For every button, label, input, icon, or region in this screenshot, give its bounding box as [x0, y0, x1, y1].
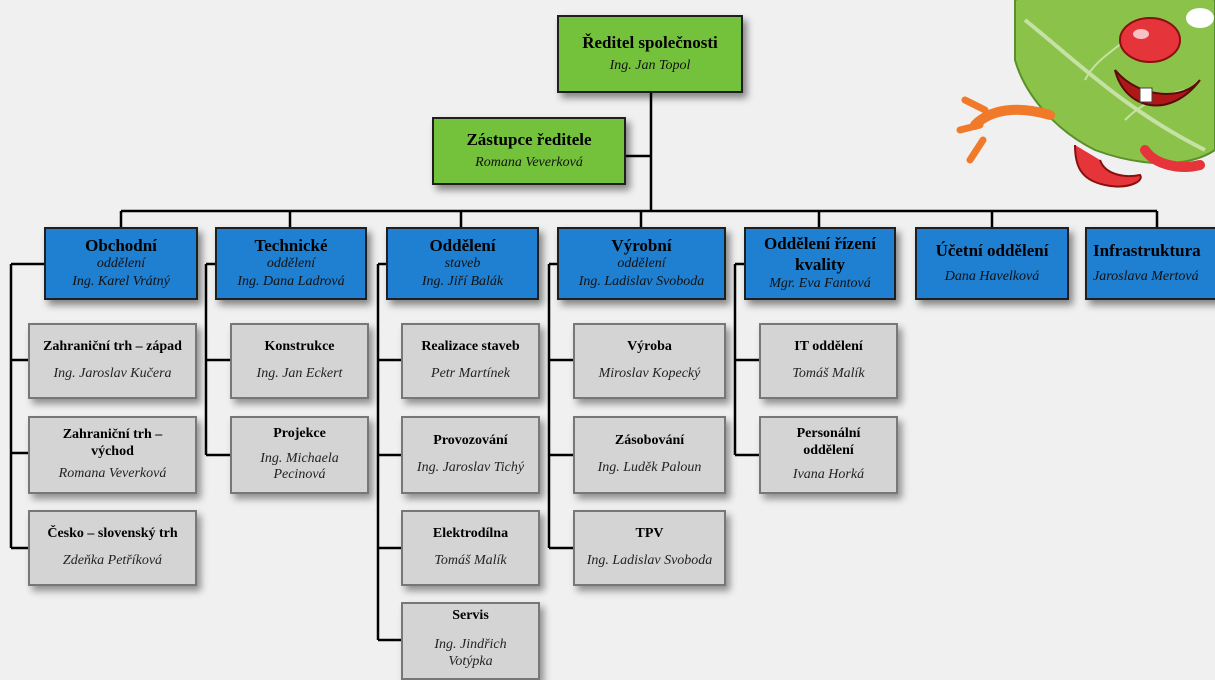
deputy-name: Romana Veverková	[475, 155, 583, 171]
department-title: Účetní oddělení	[935, 240, 1049, 260]
department-title: Oddělení řízení kvality	[764, 234, 876, 274]
department-box-infrastructure: Infrastruktura Jaroslava Mertová	[1085, 227, 1215, 300]
unit-title: Výroba	[627, 339, 672, 355]
unit-box: Zahraniční trh – východ Romana Veverková	[28, 416, 197, 494]
department-title: Výrobní	[611, 236, 672, 255]
unit-box: Zásobování Ing. Luděk Paloun	[573, 416, 726, 494]
unit-title: Zahraniční trh – východ	[62, 426, 163, 459]
department-box-technical: Technické oddělení Ing. Dana Ladrová	[215, 227, 367, 300]
unit-title: Zahraniční trh – západ	[43, 339, 182, 355]
unit-box: Projekce Ing. Michaela Pecinová	[230, 416, 369, 494]
department-head: Ing. Jiří Balák	[421, 274, 504, 290]
unit-title: TPV	[635, 526, 664, 542]
unit-title: Realizace staveb	[421, 339, 520, 355]
department-title: Oddělení	[429, 236, 496, 255]
department-title: Technické	[254, 236, 328, 255]
unit-head: Ivana Horká	[792, 467, 865, 483]
department-head: Ing. Dana Ladrová	[237, 274, 345, 290]
deputy-title: Zástupce ředitele	[466, 129, 592, 149]
unit-head: Ing. Jaroslav Kučera	[53, 366, 172, 381]
unit-title: Provozování	[433, 433, 508, 449]
department-box-construction: Oddělení staveb Ing. Jiří Balák	[386, 227, 539, 300]
unit-head: Ing. Michaela Pecinová	[260, 450, 339, 483]
department-title: Infrastruktura	[1093, 240, 1201, 260]
unit-box: Servis Ing. Jindřich Votýpka	[401, 602, 540, 680]
department-subtitle: oddělení	[617, 256, 666, 272]
unit-box: IT oddělení Tomáš Malík	[759, 323, 898, 399]
director-name: Ing. Jan Topol	[609, 58, 691, 74]
unit-title: Česko – slovenský trh	[47, 526, 178, 542]
unit-head: Ing. Luděk Paloun	[597, 460, 702, 475]
deputy-box: Zástupce ředitele Romana Veverková	[432, 117, 626, 185]
unit-head: Ing. Jindřich Votýpka	[434, 636, 507, 669]
unit-title: Elektrodílna	[432, 526, 509, 542]
unit-head: Romana Veverková	[58, 466, 167, 482]
department-box-accounting: Účetní oddělení Dana Havelková	[915, 227, 1069, 300]
director-title: Ředitel společnosti	[582, 32, 718, 52]
unit-box: Výroba Miroslav Kopecký	[573, 323, 726, 399]
department-head: Ing. Ladislav Svoboda	[578, 274, 705, 290]
unit-title: IT oddělení	[794, 339, 863, 355]
unit-head: Tomáš Malík	[792, 366, 865, 381]
department-head: Ing. Karel Vrátný	[72, 274, 170, 290]
unit-head: Petr Martínek	[431, 366, 510, 381]
unit-head: Ing. Jaroslav Tichý	[416, 460, 525, 475]
unit-head: Tomáš Malík	[434, 553, 507, 568]
department-head: Dana Havelková	[944, 269, 1040, 285]
unit-head: Ing. Ladislav Svoboda	[586, 553, 713, 568]
unit-title: Personální oddělení	[796, 425, 861, 458]
unit-box: Personální oddělení Ivana Horká	[759, 416, 898, 494]
unit-head: Miroslav Kopecký	[598, 366, 701, 381]
department-box-sales: Obchodní oddělení Ing. Karel Vrátný	[44, 227, 198, 300]
unit-head: Ing. Jan Eckert	[256, 366, 343, 381]
unit-head: Zdeňka Petříková	[62, 553, 163, 568]
unit-box: Zahraniční trh – západ Ing. Jaroslav Kuč…	[28, 323, 197, 399]
department-title: Obchodní	[85, 236, 157, 255]
unit-box: TPV Ing. Ladislav Svoboda	[573, 510, 726, 586]
unit-box: Česko – slovenský trh Zdeňka Petříková	[28, 510, 197, 586]
unit-title: Projekce	[273, 425, 326, 441]
unit-box: Realizace staveb Petr Martínek	[401, 323, 540, 399]
unit-box: Konstrukce Ing. Jan Eckert	[230, 323, 369, 399]
department-subtitle: staveb	[444, 256, 481, 272]
unit-title: Zásobování	[614, 433, 685, 449]
leaf-mascot-image	[956, 0, 1215, 188]
unit-box: Provozování Ing. Jaroslav Tichý	[401, 416, 540, 494]
department-box-production: Výrobní oddělení Ing. Ladislav Svoboda	[557, 227, 726, 300]
department-subtitle: oddělení	[266, 256, 316, 272]
unit-title: Servis	[452, 608, 489, 623]
director-box: Ředitel společnosti Ing. Jan Topol	[557, 15, 743, 93]
department-box-quality: Oddělení řízení kvality Mgr. Eva Fantová	[744, 227, 896, 300]
department-subtitle: oddělení	[96, 256, 146, 272]
unit-box: Elektrodílna Tomáš Malík	[401, 510, 540, 586]
department-head: Jaroslava Mertová	[1093, 269, 1199, 285]
department-head: Mgr. Eva Fantová	[769, 275, 871, 291]
unit-title: Konstrukce	[264, 339, 335, 355]
